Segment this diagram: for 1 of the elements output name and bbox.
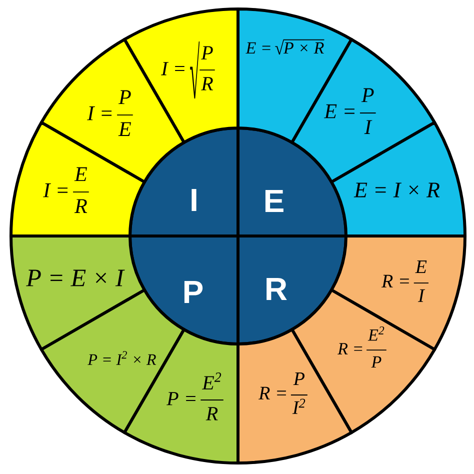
- ring-segment: P = E × I: [10, 234, 146, 351]
